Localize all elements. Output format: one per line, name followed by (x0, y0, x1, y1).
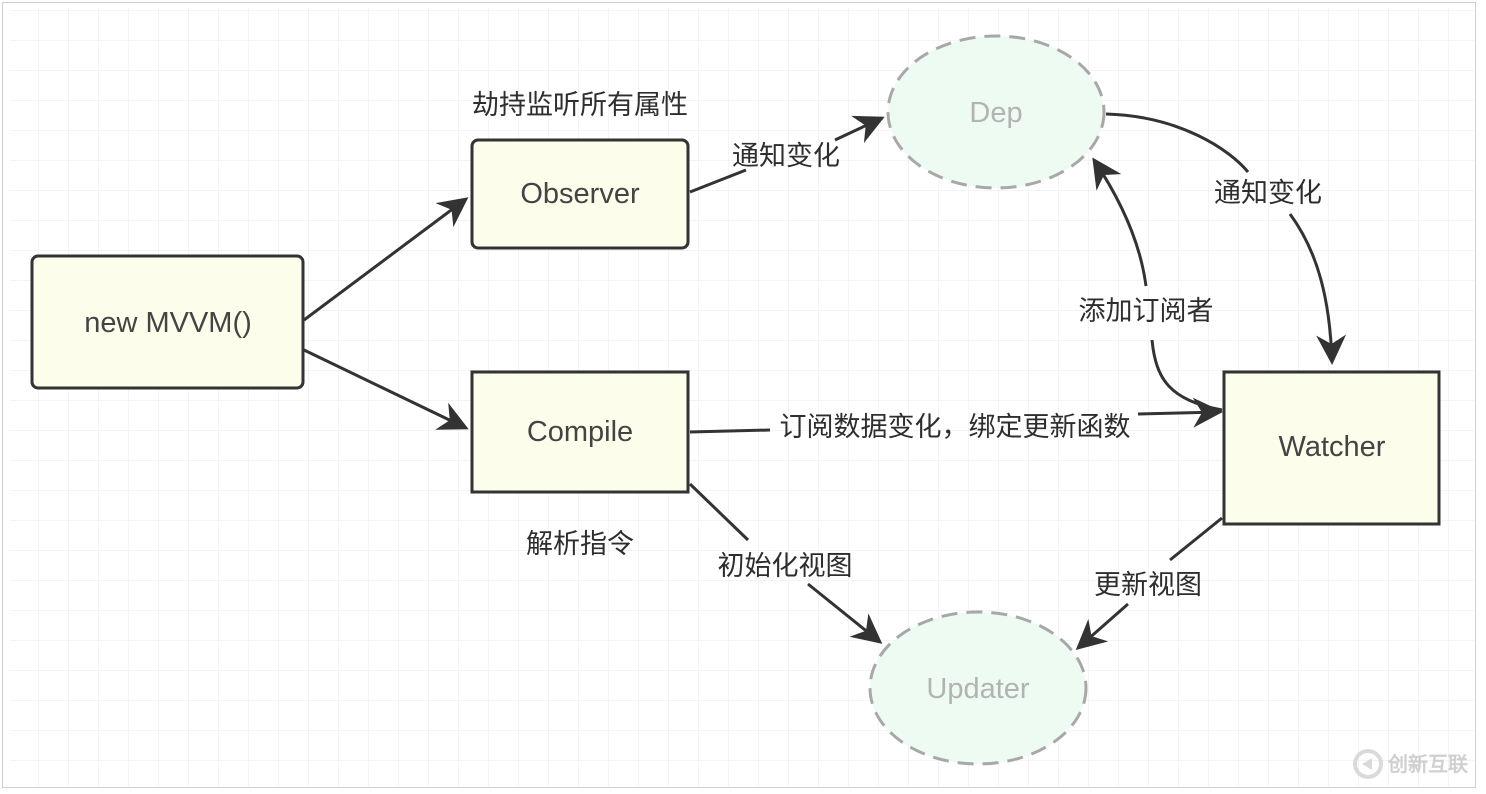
label-watcher-to-dep: 添加订阅者 (1079, 296, 1214, 327)
node-observer-label: Observer (520, 178, 640, 210)
node-dep-label: Dep (969, 97, 1022, 129)
node-dep: Dep (886, 34, 1106, 190)
observer-caption: 劫持监听所有属性 (472, 90, 688, 121)
edge-observer-dep (689, 118, 882, 194)
edge-compile-watcher (689, 412, 1220, 432)
node-dep-ellipse (886, 34, 1106, 190)
node-compile-label: Compile (527, 416, 633, 448)
node-mvvm: new MVVM() (30, 254, 305, 390)
node-updater-label: Updater (926, 673, 1030, 705)
node-updater-ellipse (868, 610, 1088, 766)
node-observer: Observer (470, 138, 690, 250)
label-compile-to-updater: 初始化视图 (718, 551, 853, 582)
node-mvvm-label: new MVVM() (84, 307, 252, 339)
edge-compile-updater (688, 482, 880, 642)
watermark-text: 创新互联 (1387, 752, 1468, 776)
edge-mvvm-observer (303, 197, 469, 322)
node-compile-box (470, 370, 690, 494)
label-dep-to-watcher: 通知变化 (1214, 178, 1322, 209)
watermark: 创新互联 (1353, 749, 1468, 779)
node-watcher-box (1222, 370, 1441, 526)
node-updater: Updater (868, 610, 1088, 766)
edges (303, 112, 1332, 648)
node-compile: Compile (470, 370, 690, 494)
edge-dep-watcher (1105, 112, 1332, 362)
label-compile-to-watcher: 订阅数据变化，绑定更新函数 (780, 412, 1131, 443)
node-mvvm-box (30, 254, 305, 390)
node-observer-box (470, 138, 690, 250)
compile-caption: 解析指令 (526, 529, 634, 560)
edge-mvvm-compile (303, 348, 469, 430)
label-watcher-to-updater: 更新视图 (1094, 570, 1202, 601)
node-watcher-label: Watcher (1279, 431, 1386, 463)
edge-watcher-updater (1078, 516, 1223, 648)
watermark-logo-icon (1353, 749, 1383, 779)
label-observer-to-dep: 通知变化 (732, 141, 840, 172)
node-watcher: Watcher (1222, 370, 1441, 526)
